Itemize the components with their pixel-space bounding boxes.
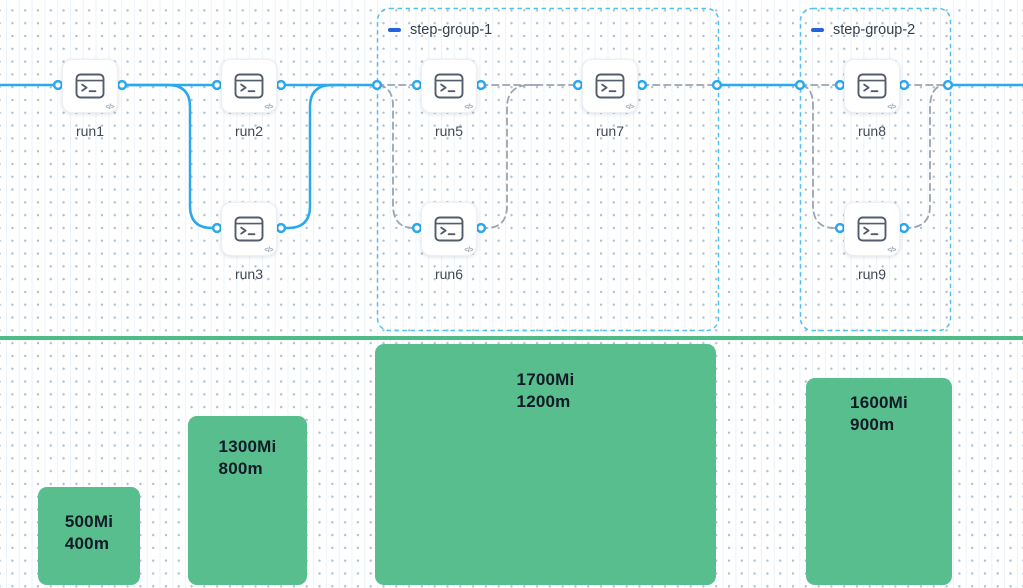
flow-edges-layer (0, 7, 1023, 332)
connection-port[interactable] (275, 222, 287, 234)
connection-port[interactable] (475, 79, 487, 91)
step-node-label: run2 (234, 123, 264, 139)
step-node-label: run6 (434, 266, 464, 282)
edge-run6-run7 (480, 84, 539, 229)
connection-port[interactable] (898, 79, 910, 91)
code-icon: </> (105, 104, 114, 111)
step-node-label: run8 (857, 123, 887, 139)
code-icon: </> (887, 104, 896, 111)
bar-cpu-label: 1200m (516, 391, 571, 411)
code-icon: </> (264, 247, 273, 254)
step-group-header[interactable]: step-group-1 (388, 21, 492, 39)
step-node-run5[interactable]: </> run5 (421, 59, 477, 139)
collapse-dash-icon[interactable] (388, 28, 401, 32)
connection-port[interactable] (794, 79, 806, 91)
terminal-node-box[interactable]: </> (221, 59, 277, 113)
connection-port[interactable] (116, 79, 128, 91)
step-node-run7[interactable]: </> run7 (582, 59, 638, 139)
terminal-node-box[interactable]: </> (221, 202, 277, 256)
terminal-node-box[interactable]: </> (844, 59, 900, 113)
step-node-label: run1 (75, 123, 105, 139)
terminal-icon (234, 216, 264, 242)
edge-run1-run3 (120, 83, 219, 230)
bar-memory-label: 500Mi (64, 512, 114, 531)
step-node-run3[interactable]: </> run3 (221, 202, 277, 282)
terminal-icon (595, 73, 625, 99)
connection-port[interactable] (52, 79, 64, 91)
bar-memory-label: 1600Mi (850, 393, 908, 412)
bar-cpu-label: 400m (64, 533, 110, 553)
connection-port[interactable] (275, 79, 287, 91)
step-node-label: run5 (434, 123, 464, 139)
connection-port[interactable] (942, 79, 954, 91)
step-group-name: step-group-2 (833, 22, 916, 38)
edge-step-group-1-in-run6 (378, 84, 418, 229)
connection-port[interactable] (371, 79, 383, 91)
step-group-outline[interactable] (376, 7, 720, 332)
step-group-outline[interactable] (799, 7, 952, 332)
resource-bar: 1600Mi 900m (806, 378, 952, 585)
bar-cpu-label: 900m (850, 414, 895, 434)
edge-run3-step-group-1 (279, 83, 346, 230)
connection-port[interactable] (411, 79, 423, 91)
terminal-icon (434, 73, 464, 99)
code-icon: </> (625, 104, 634, 111)
connection-port[interactable] (572, 79, 584, 91)
connection-port[interactable] (211, 222, 223, 234)
terminal-node-box[interactable]: </> (421, 202, 477, 256)
code-icon: </> (887, 247, 896, 254)
step-node-run9[interactable]: </> run9 (844, 202, 900, 282)
code-icon: </> (464, 247, 473, 254)
terminal-node-box[interactable]: </> (62, 59, 118, 113)
resource-bar: 1300Mi 800m (188, 416, 307, 585)
step-node-run8[interactable]: </> run8 (844, 59, 900, 139)
connection-port[interactable] (898, 222, 910, 234)
code-icon: </> (464, 104, 473, 111)
step-node-label: run9 (857, 266, 887, 282)
section-divider (0, 336, 1023, 340)
collapse-dash-icon[interactable] (811, 28, 824, 32)
connection-port[interactable] (475, 222, 487, 234)
terminal-node-box[interactable]: </> (844, 202, 900, 256)
terminal-icon (75, 73, 105, 99)
terminal-icon (434, 216, 464, 242)
code-icon: </> (264, 104, 273, 111)
terminal-icon (857, 73, 887, 99)
step-node-label: run7 (595, 123, 625, 139)
edge-run9-step-group-2-out (903, 84, 947, 229)
edge-step-group-2-in-run9 (801, 84, 841, 229)
terminal-node-box[interactable]: </> (421, 59, 477, 113)
connection-port[interactable] (411, 222, 423, 234)
terminal-icon (857, 216, 887, 242)
connection-port[interactable] (834, 222, 846, 234)
bar-memory-label: 1700Mi (516, 370, 575, 389)
step-node-run6[interactable]: </> run6 (421, 202, 477, 282)
connection-port[interactable] (636, 79, 648, 91)
terminal-node-box[interactable]: </> (582, 59, 638, 113)
bar-memory-label: 1300Mi (218, 437, 277, 456)
terminal-icon (234, 73, 264, 99)
connection-port[interactable] (711, 79, 723, 91)
step-node-run2[interactable]: </> run2 (221, 59, 277, 139)
step-group-name: step-group-1 (410, 22, 493, 38)
connection-port[interactable] (211, 79, 223, 91)
step-node-label: run3 (234, 266, 264, 282)
step-group-header[interactable]: step-group-2 (811, 21, 915, 39)
resource-bar: 500Mi 400m (38, 487, 140, 585)
resource-bar: 1700Mi 1200m (375, 344, 716, 585)
connection-port[interactable] (834, 79, 846, 91)
bar-cpu-label: 800m (218, 458, 263, 478)
step-node-run1[interactable]: </> run1 (62, 59, 118, 139)
